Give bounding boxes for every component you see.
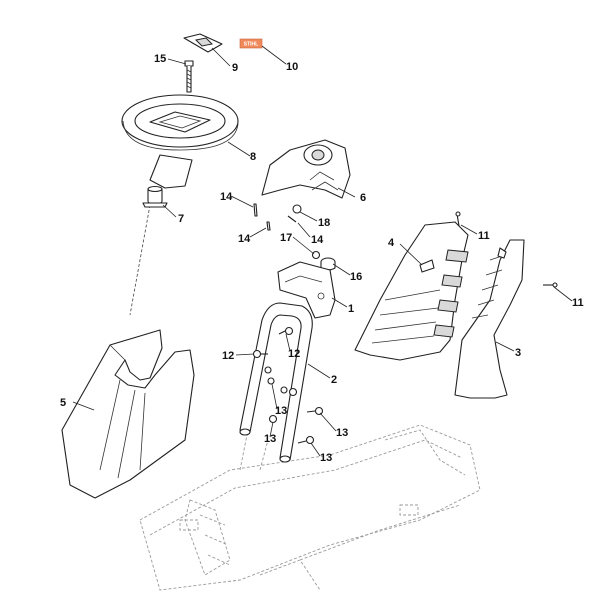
callout-8: 8 — [250, 151, 256, 163]
bolts-part-13 — [264, 366, 324, 445]
callout-4: 4 — [388, 237, 395, 249]
callout-13-b: 13 — [336, 427, 348, 439]
callout-13-c: 13 — [264, 433, 276, 445]
screw-part-14-upper — [253, 203, 258, 217]
screw-part-15 — [184, 60, 194, 93]
callout-5: 5 — [60, 397, 66, 409]
callout-14-upper: 14 — [220, 191, 233, 203]
callout-17: 17 — [280, 232, 292, 244]
side-shroud-part-3 — [454, 239, 525, 399]
callout-6: 6 — [360, 192, 366, 204]
callout-18: 18 — [318, 217, 330, 229]
decal-part-10: STIHL — [239, 38, 263, 49]
console-cover-part-6 — [261, 139, 351, 199]
callout-13-d: 13 — [320, 452, 332, 464]
callout-15: 15 — [154, 53, 166, 65]
column-tube-part-2 — [239, 302, 313, 463]
callout-13-a: 13 — [275, 405, 287, 417]
callout-3: 3 — [515, 347, 521, 359]
callout-12-left: 12 — [222, 350, 234, 362]
callout-7: 7 — [178, 213, 184, 225]
steering-shaft — [129, 204, 151, 316]
callout-2: 2 — [331, 374, 337, 386]
screw-part-14-lower — [266, 221, 271, 231]
bracket-part-1 — [277, 261, 336, 319]
nut-part-18 — [287, 204, 302, 223]
callout-12-right: 12 — [288, 348, 300, 360]
side-shroud-part-4 — [354, 221, 469, 361]
callout-16: 16 — [350, 271, 362, 283]
bushing-part-7 — [142, 185, 168, 208]
callout-10: 10 — [286, 61, 298, 73]
front-cover-part-5 — [61, 329, 195, 499]
cap-part-9 — [183, 33, 223, 53]
callout-9: 9 — [232, 62, 238, 74]
callout-11-right: 11 — [572, 297, 584, 309]
chassis-frame — [139, 424, 481, 591]
callout-11-upper: 11 — [478, 230, 490, 242]
screws-part-11 — [455, 211, 558, 288]
callout-1: 1 — [348, 303, 354, 315]
bushing-part-16 — [311, 250, 336, 271]
bolt-part-12-right — [278, 326, 294, 336]
decal-label: STIHL — [244, 42, 258, 48]
callout-14-right: 14 — [311, 234, 324, 246]
steering-wheel-part-8 — [121, 94, 239, 189]
leader-lines — [72, 45, 573, 457]
callout-14-lower: 14 — [238, 233, 251, 245]
callout-labels: 15 9 10 8 7 6 14 14 18 14 17 16 1 11 11 … — [60, 53, 584, 464]
